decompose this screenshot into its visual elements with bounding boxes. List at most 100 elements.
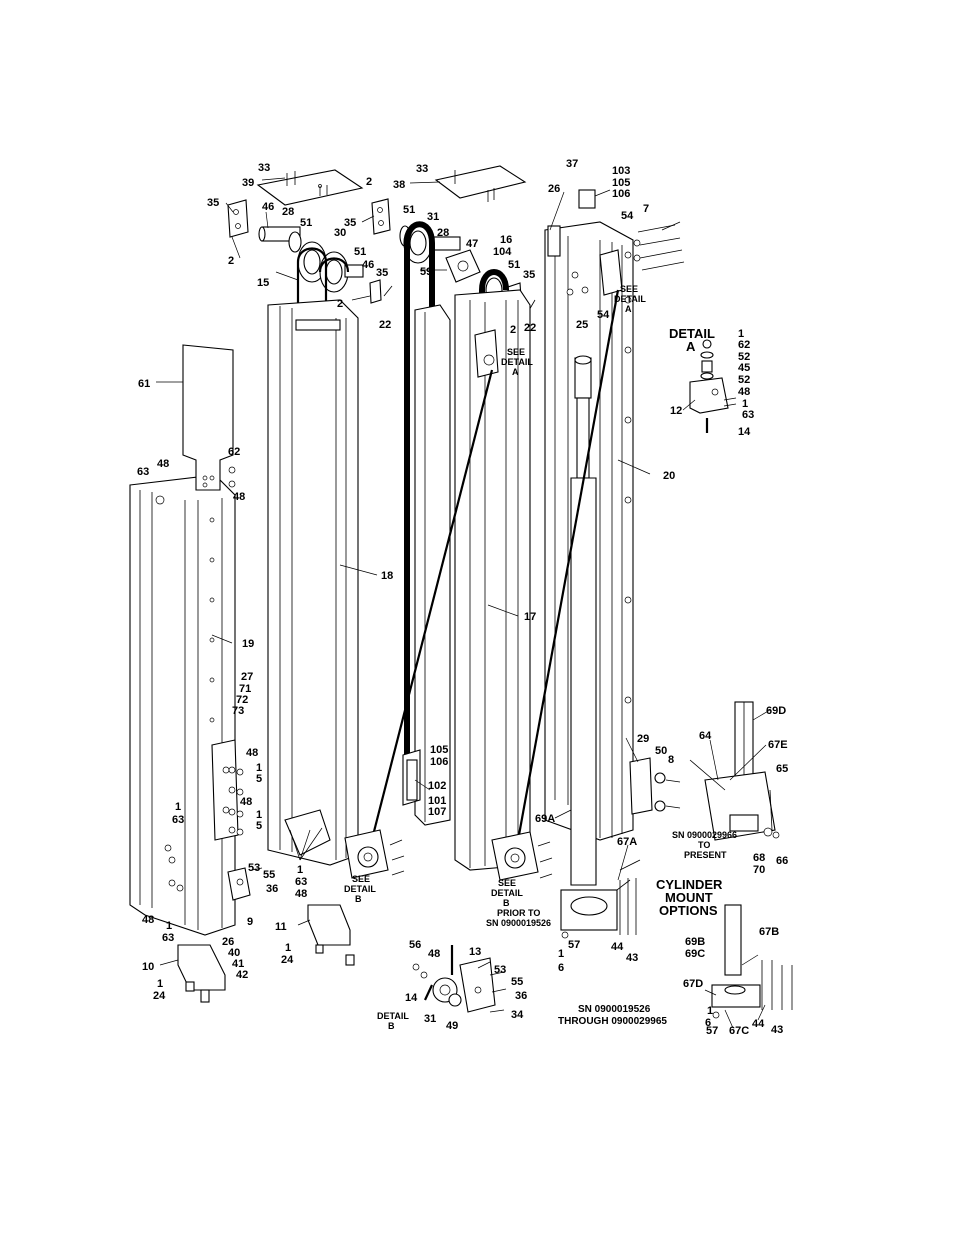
- cable-b: [513, 289, 620, 858]
- label-69B: 69B: [685, 936, 705, 948]
- callout-labels: 33 39 2 33 38 37 103 105 106 26 35 46 28…: [137, 158, 788, 1037]
- cylinder-mount-69B: [711, 904, 793, 1019]
- label-57b: 57: [706, 1025, 718, 1037]
- label-106b: 106: [430, 756, 448, 768]
- label-35b: 35: [344, 217, 356, 229]
- label-105a: 105: [612, 177, 630, 189]
- label-44b: 44: [752, 1018, 765, 1030]
- label-43b: 43: [771, 1024, 783, 1036]
- upright-left-19: [129, 474, 239, 936]
- upper-sheave-left: [227, 198, 393, 304]
- label-104: 104: [493, 246, 512, 258]
- label-48f: 48: [295, 888, 307, 900]
- label-see-a2-2: DETAIL: [501, 357, 533, 367]
- label-see-a1-2: DETAIL: [614, 294, 646, 304]
- label-22a: 22: [379, 319, 391, 331]
- label-1i: 1: [558, 948, 564, 960]
- rope-left-second: [318, 257, 350, 273]
- top-cover-plate-left: [256, 169, 364, 206]
- label-26a: 26: [548, 183, 560, 195]
- label-see-a1-1: SEE: [620, 284, 638, 294]
- label-67C: 67C: [729, 1025, 749, 1037]
- label-67A: 67A: [617, 836, 637, 848]
- label-14b: 14: [405, 992, 418, 1004]
- upright-center: [402, 304, 451, 826]
- label-1k: 1: [707, 1005, 713, 1017]
- label-24a: 24: [281, 954, 294, 966]
- label-7: 7: [643, 203, 649, 215]
- label-62b: 62: [228, 446, 240, 458]
- label-68: 68: [753, 852, 765, 864]
- bottom-pulley-right: [491, 831, 553, 881]
- bracket-9: [227, 867, 263, 901]
- label-57a: 57: [568, 939, 580, 951]
- label-detail-a-2: A: [686, 339, 696, 354]
- label-48c: 48: [233, 491, 245, 503]
- label-36b: 36: [515, 990, 527, 1002]
- label-cylinder-1: CYLINDER: [656, 877, 723, 892]
- label-sn1-2: TO: [698, 840, 710, 850]
- label-63a: 63: [742, 409, 754, 421]
- label-1d: 1: [256, 809, 262, 821]
- label-30: 30: [334, 227, 346, 239]
- label-17: 17: [524, 611, 536, 623]
- label-48e: 48: [240, 796, 252, 808]
- label-28a: 28: [282, 206, 294, 218]
- label-51d: 51: [508, 259, 520, 271]
- label-43a: 43: [626, 952, 638, 964]
- label-8: 8: [668, 754, 674, 766]
- label-54a: 54: [621, 210, 634, 222]
- label-see-a2-3: A: [512, 367, 519, 377]
- top-cover-plate-right: [434, 165, 527, 202]
- label-61: 61: [138, 378, 150, 390]
- label-31a: 31: [427, 211, 439, 223]
- label-2a: 2: [366, 176, 372, 188]
- label-35a: 35: [207, 197, 219, 209]
- label-11: 11: [275, 921, 287, 933]
- bracket-29: [629, 757, 681, 815]
- label-2b: 2: [228, 255, 234, 267]
- label-see-b2-1: SEE: [498, 878, 516, 888]
- label-69C: 69C: [685, 948, 705, 960]
- label-48b: 48: [157, 458, 169, 470]
- label-28b: 28: [437, 227, 449, 239]
- label-38: 38: [393, 179, 405, 191]
- label-59: 59: [420, 266, 432, 278]
- label-53a: 53: [248, 862, 260, 874]
- label-36a: 36: [266, 883, 278, 895]
- upright-middle-17: [454, 289, 531, 871]
- label-67B: 67B: [759, 926, 779, 938]
- label-35c: 35: [376, 267, 388, 279]
- label-15: 15: [257, 277, 269, 289]
- plate-61: [182, 344, 234, 491]
- label-cylinder-2: MOUNT: [665, 890, 713, 905]
- label-34: 34: [511, 1009, 524, 1021]
- label-64: 64: [699, 730, 712, 742]
- label-48h: 48: [428, 948, 440, 960]
- label-12: 12: [670, 405, 682, 417]
- label-106a: 106: [612, 188, 630, 200]
- label-41: 41: [232, 958, 244, 970]
- label-47: 47: [466, 238, 478, 250]
- label-18: 18: [381, 570, 393, 582]
- label-19: 19: [242, 638, 254, 650]
- label-5b: 5: [256, 820, 262, 832]
- label-see-a2-1: SEE: [507, 347, 525, 357]
- label-63c: 63: [172, 814, 184, 826]
- label-101: 101: [428, 795, 446, 807]
- detail-a-assembly: [689, 339, 737, 433]
- label-46b: 46: [362, 259, 374, 271]
- label-45: 45: [738, 362, 750, 374]
- label-62a: 62: [738, 339, 750, 351]
- label-detail-b-2: B: [388, 1021, 395, 1031]
- label-63e: 63: [162, 932, 174, 944]
- label-72: 72: [236, 694, 248, 706]
- label-see-b2-5: SN 0900019526: [486, 918, 551, 928]
- upright-outer-20: [544, 189, 685, 841]
- label-6b: 6: [705, 1017, 711, 1029]
- label-13: 13: [469, 946, 481, 958]
- label-31b: 31: [424, 1013, 436, 1025]
- label-16: 16: [500, 234, 512, 246]
- label-1f: 1: [297, 864, 303, 876]
